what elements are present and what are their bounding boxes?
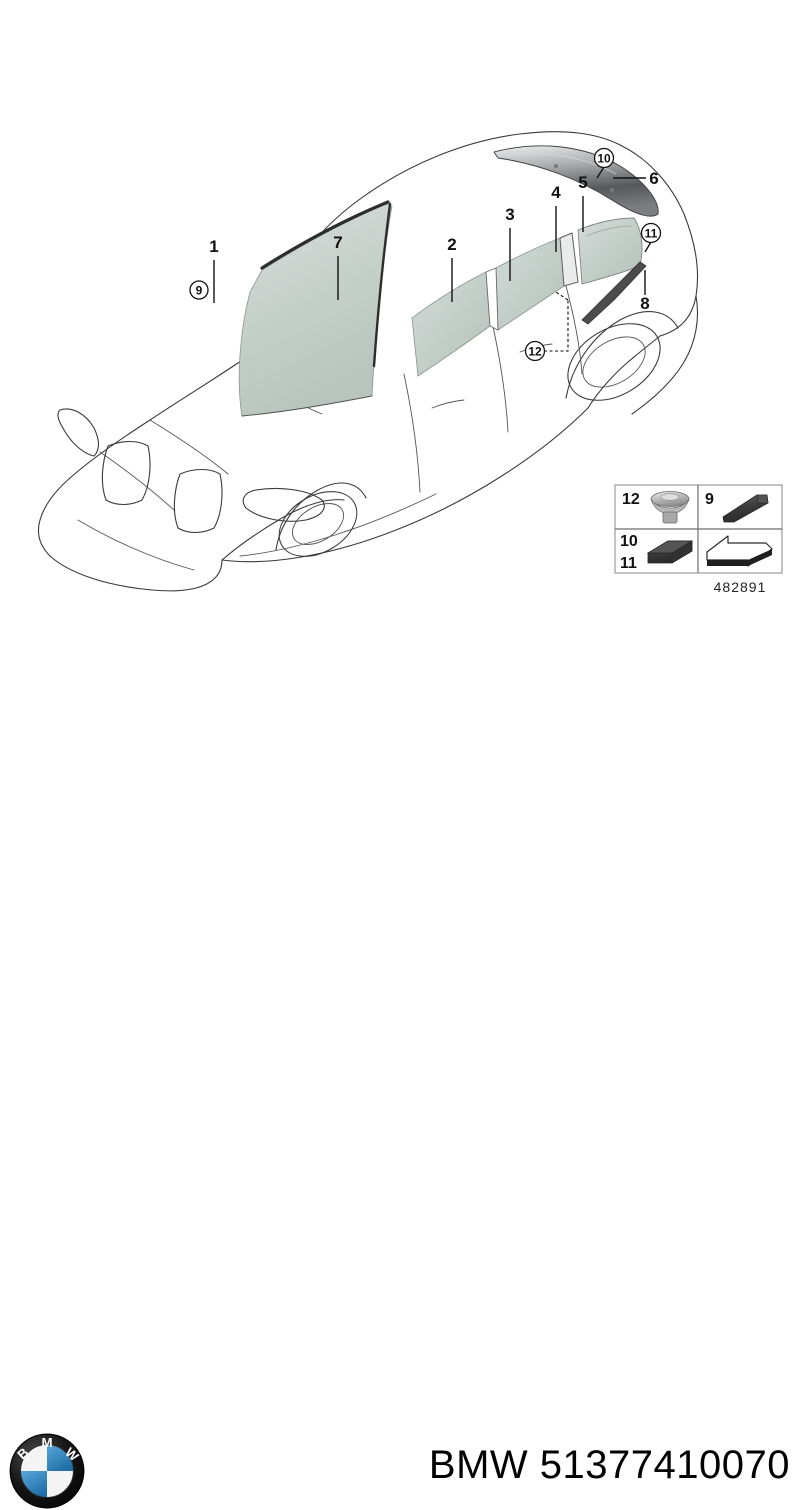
- callout-9-label: 9: [196, 284, 203, 298]
- b-pillar-trim: [485, 267, 499, 331]
- callout-12-label: 12: [528, 345, 542, 359]
- callout-circle-9: 9: [189, 280, 209, 300]
- front-door-window-glass: [411, 271, 491, 377]
- callout-circle-10: 10: [593, 147, 615, 169]
- legend-number-12: 12: [622, 491, 640, 508]
- callout-1: 1: [209, 237, 218, 256]
- callout-4: 4: [551, 183, 561, 202]
- callout-7: 7: [333, 233, 342, 252]
- callout-11-label: 11: [645, 227, 658, 241]
- rear-door-window-glass: [495, 237, 565, 331]
- wedge-trim-clip-icon: [722, 494, 769, 523]
- diagram-canvas: 1 2 3 4 5 6 7 8 9 10 11 1: [37, 131, 783, 595]
- callout-circle-12: 12: [524, 340, 546, 362]
- legend-box: 12 9 10 11: [614, 484, 783, 595]
- callout-leaders: [213, 166, 652, 352]
- legend-number-10: 10: [620, 533, 638, 550]
- legend-cell-bracket: [706, 535, 773, 567]
- callout-6: 6: [649, 169, 658, 188]
- vehicle-body-outline: [37, 131, 699, 592]
- legend-cell-10-11: 10 11: [620, 533, 694, 572]
- callout-8: 8: [640, 294, 649, 313]
- glass-panels: [238, 145, 659, 417]
- callout-10-label: 10: [597, 152, 611, 166]
- callout-numbers: 1 2 3 4 5 6 7 8: [209, 169, 658, 313]
- diagram-reference-number: 482891: [714, 579, 767, 595]
- legend-number-9: 9: [705, 491, 714, 508]
- part-number-caption: BMW 51377410070: [428, 1443, 790, 1487]
- callout-2: 2: [447, 235, 456, 254]
- circled-callouts: 9 10 11 12: [189, 147, 662, 362]
- callout-3: 3: [505, 205, 514, 224]
- callout-5: 5: [578, 173, 587, 192]
- rear-quarter-window-glass: [577, 217, 643, 285]
- legend-cell-9: 9: [705, 491, 769, 523]
- rectangular-block-clip-icon: [646, 540, 694, 564]
- legend-number-11: 11: [620, 555, 637, 572]
- windshield-side-molding: [372, 202, 392, 368]
- legend-cell-12: 12: [622, 491, 690, 524]
- quarter-trim-strip: [581, 261, 647, 325]
- callout-circle-11: 11: [640, 222, 662, 244]
- parts-diagram-page: 1 2 3 4 5 6 7 8 9 10 11 1: [0, 131, 800, 1509]
- roof-rail-molding: [493, 145, 659, 217]
- footer-bar: B M W BMW 51377410070: [0, 710, 800, 1509]
- windshield-upper-molding: [260, 200, 390, 270]
- bracket-arrow-outline-icon: [706, 535, 773, 567]
- c-pillar-trim: [559, 232, 579, 287]
- mushroom-head-clip-icon: [650, 491, 690, 524]
